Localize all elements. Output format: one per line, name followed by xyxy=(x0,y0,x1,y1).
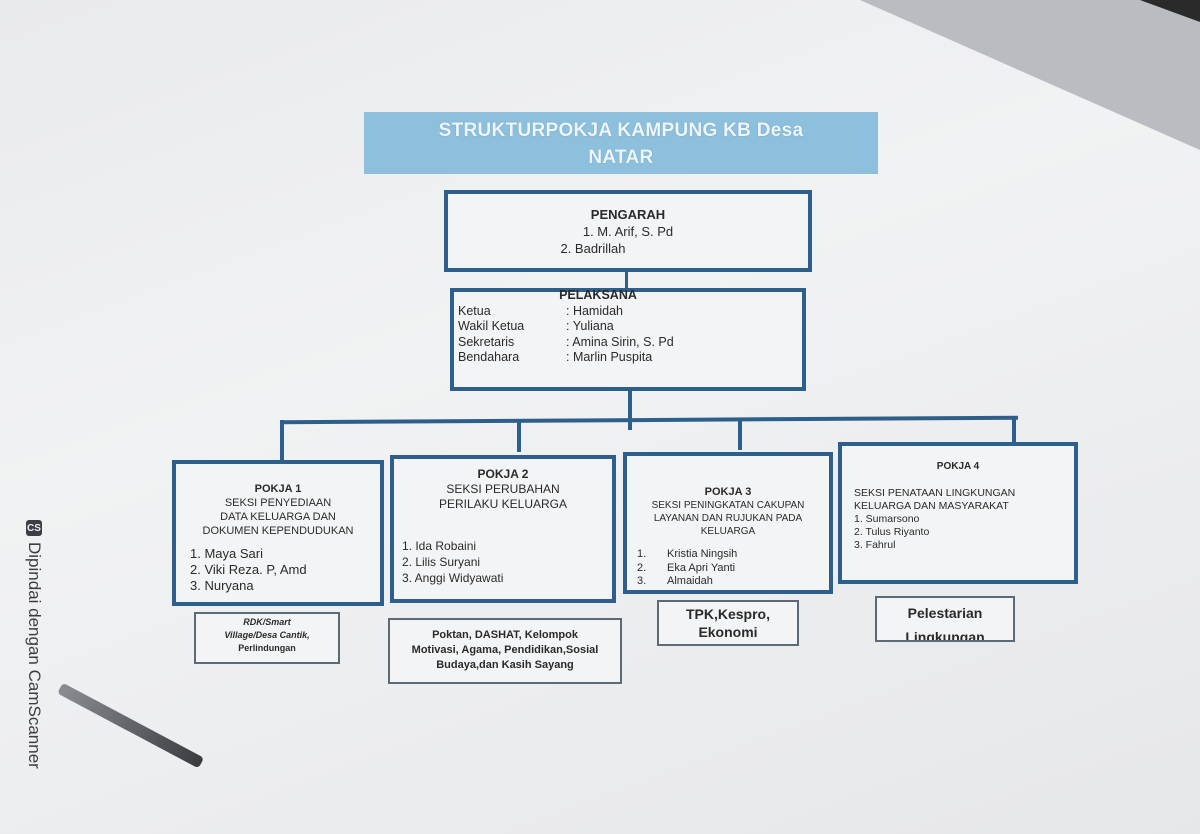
pengarah-heading: PENGARAH xyxy=(590,207,666,222)
watermark-text: Dipindai dengan CamScanner xyxy=(25,542,44,769)
pokja-2-programs: Poktan, DASHAT, Kelompok Motivasi, Agama… xyxy=(388,618,622,684)
pokja-section: SEKSI PERUBAHAN xyxy=(446,482,560,496)
role-label: Ketua xyxy=(458,303,491,318)
role-label: Wakil Ketua xyxy=(458,319,525,333)
pelaksana-heading: PELAKSANA xyxy=(559,288,637,302)
pokja-section: KELUARGA DAN MASYARAKAT xyxy=(854,500,1009,512)
pokja-2-box: POKJA 2 SEKSI PERUBAHAN PERILAKU KELUARG… xyxy=(390,455,616,603)
pengarah-box: PENGARAH 1. M. Arif, S. Pd 2. Badrillah xyxy=(444,190,812,272)
member-number: 2. xyxy=(637,561,647,574)
chart-title: STRUKTURPOKJA KAMPUNG KB Desa NATAR xyxy=(364,112,878,174)
pokja-3-programs: TPK,Kespro, Ekonomi xyxy=(657,600,799,646)
camscanner-logo-icon: CS xyxy=(26,520,42,536)
title-line-2: NATAR xyxy=(588,147,654,168)
member-name: Eka Apri Yanti xyxy=(667,561,736,574)
program-line: RDK/Smart xyxy=(243,617,291,627)
connector-pengarah-pelaksana xyxy=(625,268,628,292)
pengarah-member: 1. M. Arif, S. Pd xyxy=(582,224,674,239)
pokja-heading: POKJA 4 xyxy=(936,461,980,472)
member-number: 1. xyxy=(637,548,647,560)
pokja-section: LAYANAN DAN RUJUKAN PADA xyxy=(653,513,803,524)
background-corner xyxy=(1140,0,1200,22)
pokja-section: SEKSI PENINGKATAN CAKUPAN xyxy=(651,500,805,511)
pokja-heading: POKJA 1 xyxy=(254,483,302,495)
pokja-section: DATA KELUARGA DAN xyxy=(220,511,336,523)
program-line: Ekonomi xyxy=(698,624,758,640)
role-name: : Yuliana xyxy=(566,319,614,333)
pokja-member: 1. Maya Sari xyxy=(190,546,263,561)
role-name: : Amina Sirin, S. Pd xyxy=(566,334,674,349)
pokja-member: 3. Almaidah xyxy=(637,575,829,589)
member-name: Almaidah xyxy=(667,575,713,587)
connector-pokja4 xyxy=(1012,416,1016,444)
camscanner-watermark: CS Dipindai dengan CamScanner xyxy=(24,520,44,769)
program-line: Motivasi, Agama, Pendidikan,Sosial xyxy=(411,644,599,656)
pokja-section: DOKUMEN KEPENDUDUKAN xyxy=(202,525,354,537)
pokja-heading: POKJA 2 xyxy=(477,467,529,481)
connector-pokja1 xyxy=(280,420,284,462)
connector-pokja2 xyxy=(517,420,521,452)
role-label: Sekretaris xyxy=(458,334,515,349)
program-line: Village/Desa Cantik, xyxy=(224,630,310,640)
pokja-section: SEKSI PENATAAN LINGKUNGAN xyxy=(854,487,1016,499)
pelaksana-row: Sekretaris : Amina Sirin, S. Pd xyxy=(458,335,798,351)
connector-pokja3 xyxy=(738,420,742,450)
pokja-section: PERILAKU KELUARGA xyxy=(438,497,568,511)
pelaksana-box: PELAKSANA Ketua : Hamidah Wakil Ketua : Yu… xyxy=(450,288,806,391)
role-label: Bendahara xyxy=(458,350,520,364)
pokja-4-box: POKJA 4 SEKSI PENATAAN LINGKUNGAN KELUAR… xyxy=(838,442,1078,584)
pokja-member: 3. Anggi Widyawati xyxy=(402,571,504,585)
pokja-member: 2. Lilis Suryani xyxy=(402,555,481,569)
pokja-1-programs: RDK/Smart Village/Desa Cantik, Perlindun… xyxy=(194,612,340,664)
title-line-1: STRUKTURPOKJA KAMPUNG KB Desa xyxy=(438,120,804,141)
pokja-1-box: POKJA 1 SEKSI PENYEDIAAN DATA KELUARGA D… xyxy=(172,460,384,606)
program-line: Perlindungan xyxy=(238,643,296,653)
role-name: : Hamidah xyxy=(566,303,623,318)
role-name: : Marlin Puspita xyxy=(566,350,653,364)
pelaksana-row: Bendahara : Marlin Puspita xyxy=(458,350,798,366)
pokja-member: 2. Viki Reza. P, Amd xyxy=(190,562,307,577)
connector-pelaksana-down xyxy=(628,388,632,430)
pelaksana-row: Wakil Ketua : Yuliana xyxy=(458,319,798,335)
pokja-member: 1. Ida Robaini xyxy=(402,539,477,553)
pokja-heading: POKJA 3 xyxy=(704,486,752,498)
pokja-member: 3. Fahrul xyxy=(854,539,896,551)
member-name: Kristia Ningsih xyxy=(667,548,738,560)
pokja-member: 1. Sumarsono xyxy=(854,513,920,525)
program-line: Poktan, DASHAT, Kelompok xyxy=(432,629,578,641)
pengarah-member: 2. Badrillah xyxy=(560,241,626,256)
program-line: Budaya,dan Kasih Sayang xyxy=(436,659,574,671)
pokja-section: KELUARGA xyxy=(700,526,756,537)
pokja-section: SEKSI PENYEDIAAN xyxy=(224,497,332,509)
pokja-3-box: POKJA 3 SEKSI PENINGKATAN CAKUPAN LAYANA… xyxy=(623,452,833,594)
program-line: Pelestarian xyxy=(907,605,983,621)
pokja-member: 2. Tulus Riyanto xyxy=(854,526,930,538)
pokja-4-programs: Pelestarian Lingkungan xyxy=(875,596,1015,642)
pokja-member: 2. Eka Apri Yanti xyxy=(637,562,829,576)
member-number: 3. xyxy=(637,575,647,587)
pokja-member: 3. Nuryana xyxy=(190,578,254,593)
program-line: TPK,Kespro, xyxy=(685,606,770,622)
pelaksana-row: Ketua : Hamidah xyxy=(458,304,798,320)
pokja-member: 1. Kristia Ningsih xyxy=(637,548,829,562)
program-line: Lingkungan xyxy=(905,629,985,642)
